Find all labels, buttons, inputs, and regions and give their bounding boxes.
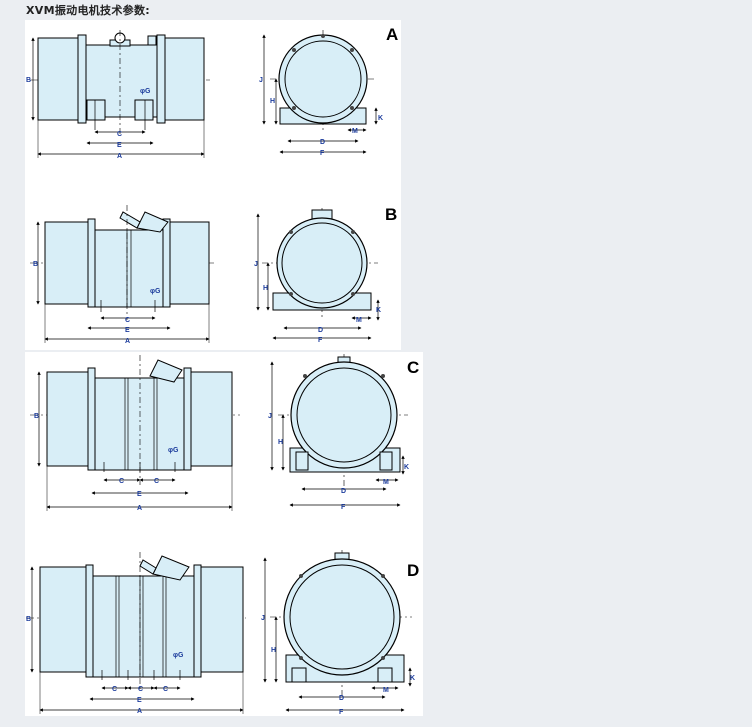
dimension-label: D — [341, 488, 346, 495]
dimension-label: K — [404, 464, 409, 471]
dimension-label: A — [137, 708, 142, 715]
variant-c-side-view: B C C E A φG — [30, 355, 240, 512]
dimension-label: C — [154, 478, 159, 485]
label-f: F — [320, 150, 325, 157]
dimension-label: M — [356, 317, 362, 324]
dimension-label: C — [112, 686, 117, 693]
dimension-label: F — [341, 504, 346, 511]
dimension-label: C — [138, 686, 143, 693]
dimension-label: C — [125, 317, 130, 324]
variant-d-side-view: B C C C E A φG — [26, 552, 246, 715]
dimension-label: D — [318, 327, 323, 334]
dimension-label: H — [263, 285, 268, 292]
label-g: φG — [140, 88, 151, 95]
dimension-label: M — [383, 687, 389, 694]
label-b: B — [26, 77, 31, 84]
label-c: C — [117, 131, 122, 138]
dimension-label: E — [125, 327, 130, 334]
dimension-label: B — [26, 616, 31, 623]
dimension-label: B — [33, 261, 38, 268]
dimension-label: J — [268, 413, 272, 420]
dimension-label: H — [278, 439, 283, 446]
variant-letter-a: A — [386, 25, 398, 44]
label-m: M — [352, 128, 358, 135]
variant-a-side-view: B C E A φG — [26, 30, 210, 160]
label-h: H — [270, 98, 275, 105]
dimension-label: J — [261, 615, 265, 622]
variant-b-end-view: J H D F M K B — [254, 205, 397, 344]
variant-letter-d: D — [407, 561, 419, 580]
dimension-label: K — [376, 307, 381, 314]
dimension-label: B — [34, 413, 39, 420]
dimension-label: K — [410, 675, 415, 682]
dimension-label: E — [137, 491, 142, 498]
variant-a-end-view: J H D F M K A — [259, 25, 398, 157]
dimension-label: φG — [150, 288, 161, 295]
dimension-label: C — [119, 478, 124, 485]
variant-letter-b: B — [385, 205, 397, 224]
label-a: A — [117, 153, 122, 160]
dimension-label: F — [339, 709, 344, 716]
variant-b-side-view: B C E A φG — [30, 205, 215, 345]
dimension-label: A — [137, 505, 142, 512]
label-k: K — [378, 115, 383, 122]
dimension-label: E — [137, 697, 142, 704]
dimension-label: φG — [173, 652, 184, 659]
variant-c-end-view: J H D F M K C — [268, 354, 419, 511]
dimension-label: D — [339, 695, 344, 702]
dimension-label: M — [383, 479, 389, 486]
label-j: J — [259, 77, 263, 84]
dimension-label: φG — [168, 447, 179, 454]
dimension-label: J — [254, 261, 258, 268]
label-d: D — [320, 139, 325, 146]
dimension-label: C — [163, 686, 168, 693]
variant-d-end-view: J H D F M K D — [261, 550, 419, 716]
dimension-label: H — [271, 647, 276, 654]
dimension-label: A — [125, 338, 130, 345]
dimension-label: F — [318, 337, 323, 344]
label-e: E — [117, 142, 122, 149]
variant-letter-c: C — [407, 358, 419, 377]
page-title: XVM振动电机技术参数: — [26, 4, 150, 17]
